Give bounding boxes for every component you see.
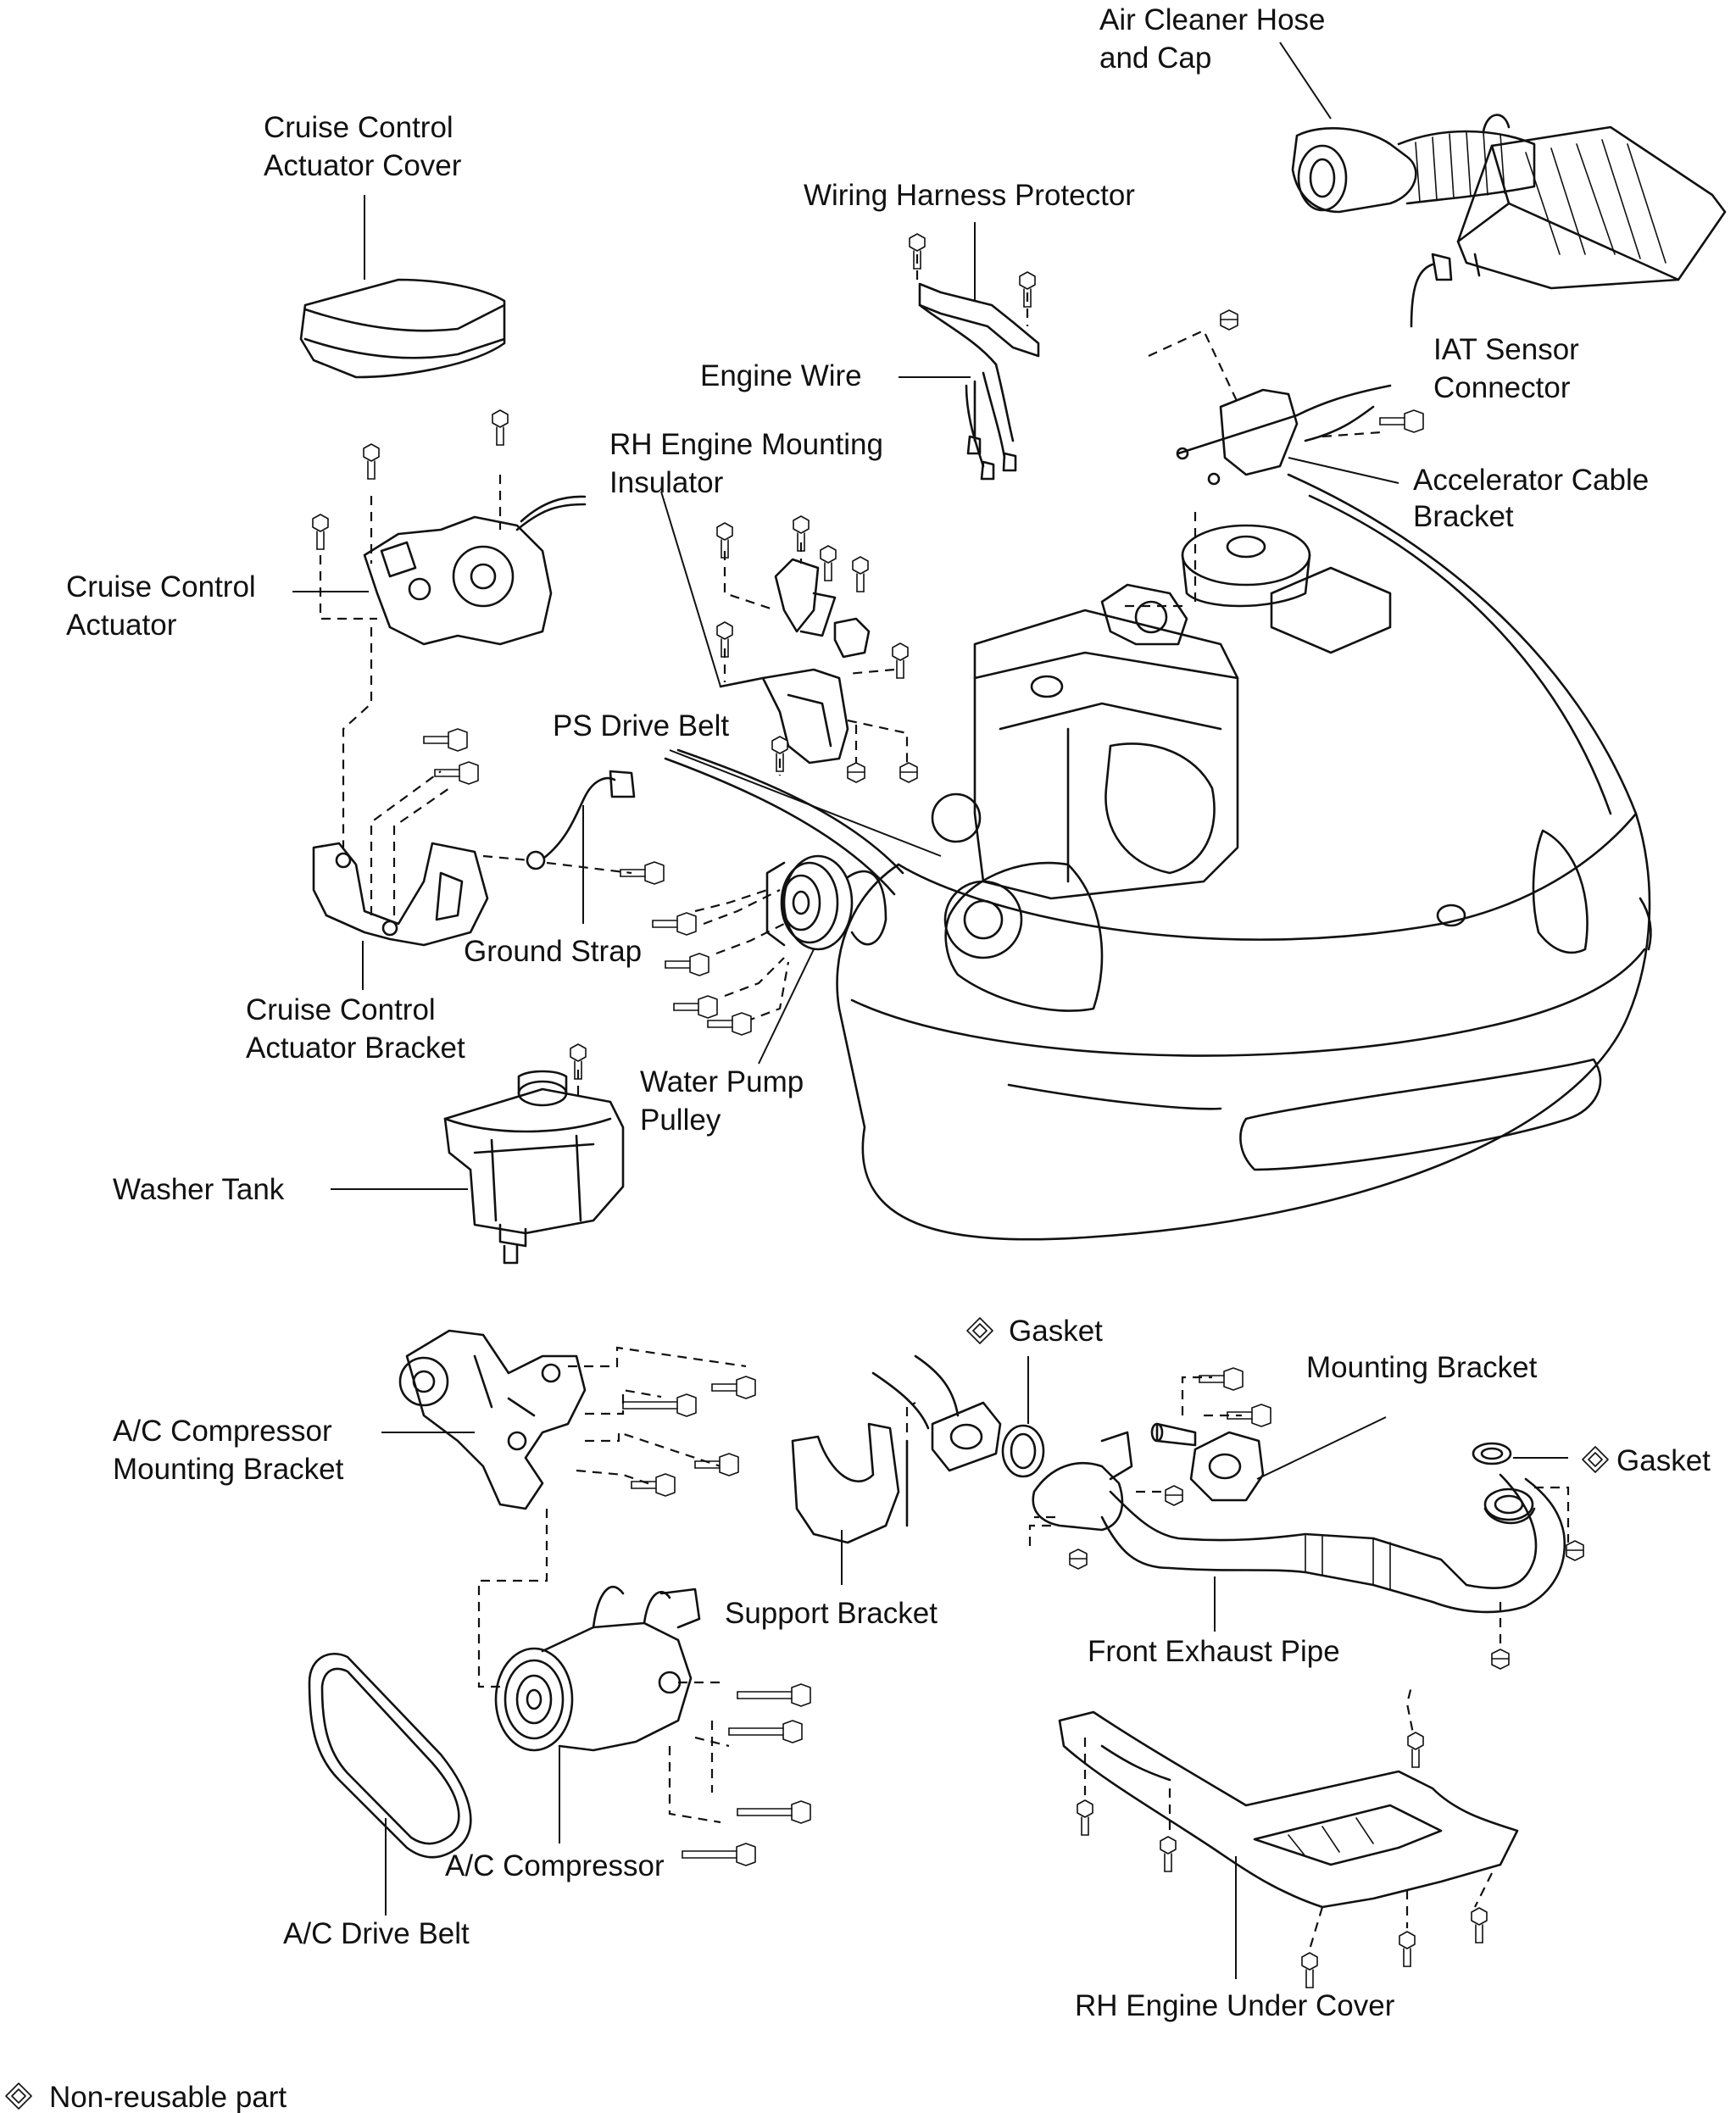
accelerator-cable-bracket-drawing (1148, 329, 1399, 486)
label-gasket-pipe-end: Gasket (1616, 1444, 1711, 1477)
label-engine-wire: Engine Wire (700, 359, 862, 392)
ac-compressor-drawing (494, 1585, 730, 1843)
pulley-bolt (673, 995, 718, 1019)
mounting-bracket-hardware (1227, 1404, 1271, 1427)
label-front-exhaust-pipe: Front Exhaust Pipe (1088, 1635, 1340, 1668)
non-reusable-part-diamond-icon (5, 2082, 32, 2110)
rh-engine-mounting-insulator-drawing (660, 491, 909, 776)
vehicle-body-drawing (836, 473, 1652, 1241)
mounting-bracket-bolt (622, 1393, 697, 1417)
pulley-bolt (652, 912, 697, 936)
compressor-bolt (728, 1720, 803, 1743)
insulator-nut (847, 762, 865, 783)
washer-tank-drawing (331, 1070, 625, 1265)
actuator-bolt (312, 514, 329, 550)
exhaust-pipe-nut (1165, 1485, 1183, 1506)
ground-strap-drawing (482, 770, 636, 924)
insulator-bolt (852, 556, 869, 592)
label-washer-tank: Washer Tank (113, 1173, 285, 1206)
label-ac-compressor: A/C Compressor (445, 1849, 665, 1882)
water-pump-pulley-drawing (694, 854, 854, 1065)
insulator-bolt (820, 545, 837, 581)
under-cover-bolt (1399, 1931, 1416, 1967)
label-cruise-control-actuator-cover: Cruise Control Actuator Cover (264, 111, 462, 182)
under-cover-bolt (1471, 1907, 1488, 1943)
label-rh-engine-mounting-insulator: RH Engine Mounting Insulator (609, 428, 892, 499)
cruise-control-actuator-cover-drawing (299, 195, 506, 379)
actuator-bolt (492, 409, 509, 446)
ac-compressor-mounting-bracket-drawing (381, 1329, 747, 1688)
mounting-bracket-drawing (1150, 1376, 1387, 1502)
label-cruise-control-actuator-bracket: Cruise Control Actuator Bracket (246, 993, 465, 1065)
label-ac-drive-belt: A/C Drive Belt (283, 1917, 470, 1950)
legend-non-reusable-part: Non-reusable part (49, 2081, 287, 2113)
rh-engine-under-cover-drawing (1058, 1686, 1519, 1979)
label-ac-compressor-mounting-bracket: A/C Compressor Mounting Bracket (113, 1415, 344, 1486)
ps-drive-belt-drawing (664, 748, 942, 946)
label-support-bracket: Support Bracket (725, 1597, 938, 1630)
mounting-bracket-hardware (1199, 1367, 1244, 1391)
non-reusable-part-diamond-icon (966, 1317, 993, 1344)
cable-bracket-bolt (1379, 409, 1424, 433)
label-accelerator-cable-bracket: Accelerator Cable Bracket (1413, 464, 1657, 533)
mounting-bracket-bolt (631, 1473, 676, 1497)
under-cover-bolt (1077, 1799, 1093, 1836)
under-cover-bolt (1301, 1952, 1318, 1988)
compressor-bolt (737, 1683, 811, 1707)
exhaust-pipe-nut (1566, 1540, 1584, 1561)
bracket-bolt (423, 728, 468, 752)
gasket-exhaust-drawing (1001, 1356, 1045, 1478)
non-reusable-part-diamond-icon (1582, 1446, 1609, 1473)
label-ground-strap: Ground Strap (464, 935, 642, 968)
bracket-bolt (434, 761, 479, 785)
pulley-bolt (665, 953, 709, 976)
ac-drive-belt-drawing (308, 1652, 472, 1916)
compressor-bolt (682, 1843, 756, 1866)
label-ps-drive-belt: PS Drive Belt (553, 709, 729, 742)
cruise-control-actuator-bracket-drawing (312, 770, 489, 990)
actuator-bolt (363, 443, 380, 480)
label-cruise-control-actuator: Cruise Control Actuator (66, 570, 264, 642)
label-water-pump-pulley: Water Pump Pulley (640, 1065, 812, 1137)
gasket-pipe-end-drawing (1472, 1442, 1568, 1465)
compressor-bolt (737, 1800, 811, 1824)
air-cleaner-hose-and-cap-drawing (1279, 42, 1727, 328)
exhaust-pipe-nut (1069, 1549, 1088, 1570)
wiring-harness-protector-drawing (899, 222, 1040, 481)
under-cover-bolt (1160, 1836, 1177, 1872)
label-wiring-harness-protector: Wiring Harness Protector (804, 179, 1135, 212)
front-exhaust-pipe-drawing (1028, 1431, 1570, 1649)
under-cover-bolt (1407, 1732, 1424, 1768)
insulator-nut (899, 762, 918, 783)
support-bracket-drawing (791, 1354, 1002, 1585)
mounting-bracket-bolt (711, 1376, 756, 1399)
insulator-bolt (892, 642, 909, 679)
label-mounting-bracket: Mounting Bracket (1306, 1351, 1538, 1384)
label-iat-sensor-connector: IAT Sensor Connector (1433, 333, 1588, 404)
label-air-cleaner-hose-and-cap: Air Cleaner Hose and Cap (1099, 3, 1333, 75)
label-rh-engine-under-cover: RH Engine Under Cover (1075, 1989, 1395, 2022)
label-gasket-exhaust: Gasket (1009, 1315, 1103, 1348)
cruise-control-actuator-drawing (292, 475, 587, 848)
cable-bracket-nut (1220, 309, 1238, 331)
exhaust-pipe-nut (1491, 1649, 1510, 1670)
